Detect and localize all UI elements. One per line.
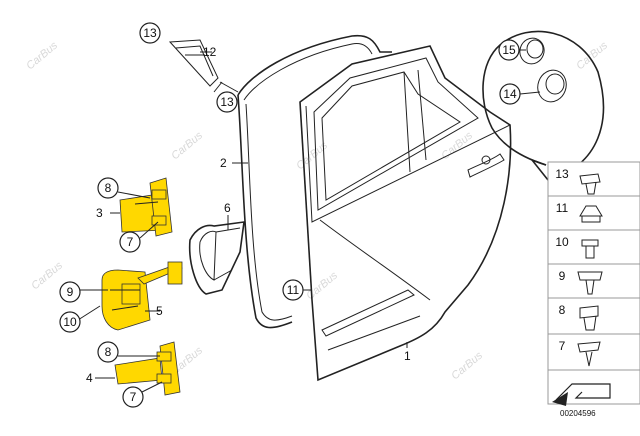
label-1: 1 [404, 349, 411, 363]
door-check-5 [101, 261, 183, 331]
rivet-10-icon [581, 239, 599, 259]
callout-7-bottom: 7 [130, 390, 137, 404]
callout-9: 9 [67, 285, 74, 299]
watermark-9: CarBus [449, 349, 485, 382]
nut-13-icon [579, 173, 601, 195]
part-6-cover [188, 221, 245, 295]
watermark-5: CarBus [574, 39, 610, 72]
watermark-1: CarBus [24, 39, 60, 72]
watermark-6: CarBus [29, 259, 65, 292]
arrow-icon [552, 383, 611, 406]
clip-11-icon [579, 205, 603, 223]
callout-7-top: 7 [127, 235, 134, 249]
screw-9-icon [577, 271, 603, 295]
callout-15: 15 [502, 43, 516, 57]
callout-14: 14 [503, 87, 517, 101]
callout-11: 11 [287, 283, 300, 297]
callout-8-top: 8 [105, 181, 112, 195]
label-3: 3 [96, 206, 103, 220]
hinge-3 [119, 177, 173, 237]
label-5: 5 [156, 304, 163, 318]
reference-number: 00204596 [560, 409, 596, 418]
callout-circles: 13 13 8 7 9 10 8 7 11 15 14 [59, 22, 521, 408]
label-6: 6 [224, 201, 231, 215]
callout-13-bottom: 13 [220, 95, 234, 109]
leader-lines [77, 51, 408, 394]
panel-label-10: 10 [555, 235, 569, 249]
label-4: 4 [86, 371, 93, 385]
fastener-panel [547, 161, 640, 406]
label-2: 2 [220, 156, 227, 170]
hinge-4 [114, 341, 181, 396]
watermark-2: CarBus [169, 129, 205, 162]
watermark-3: CarBus [294, 139, 330, 172]
callout-8-bottom: 8 [105, 345, 112, 359]
callout-10: 10 [63, 315, 77, 329]
bolt-8-icon [579, 305, 599, 331]
label-12: 12 [203, 45, 217, 59]
inset-plugs [482, 30, 605, 181]
panel-label-11: 11 [556, 201, 569, 215]
door-seal [237, 34, 392, 329]
callout-13-top: 13 [143, 26, 157, 40]
plain-labels: 12 2 6 3 5 4 1 13 11 10 9 8 7 00204596 [86, 45, 596, 418]
screw-7-icon [577, 341, 601, 367]
bracket-12 [168, 39, 239, 93]
panel-label-8: 8 [559, 303, 566, 317]
panel-label-7: 7 [559, 339, 566, 353]
rear-door [299, 45, 512, 382]
panel-label-13: 13 [555, 167, 569, 181]
panel-label-9: 9 [559, 269, 566, 283]
